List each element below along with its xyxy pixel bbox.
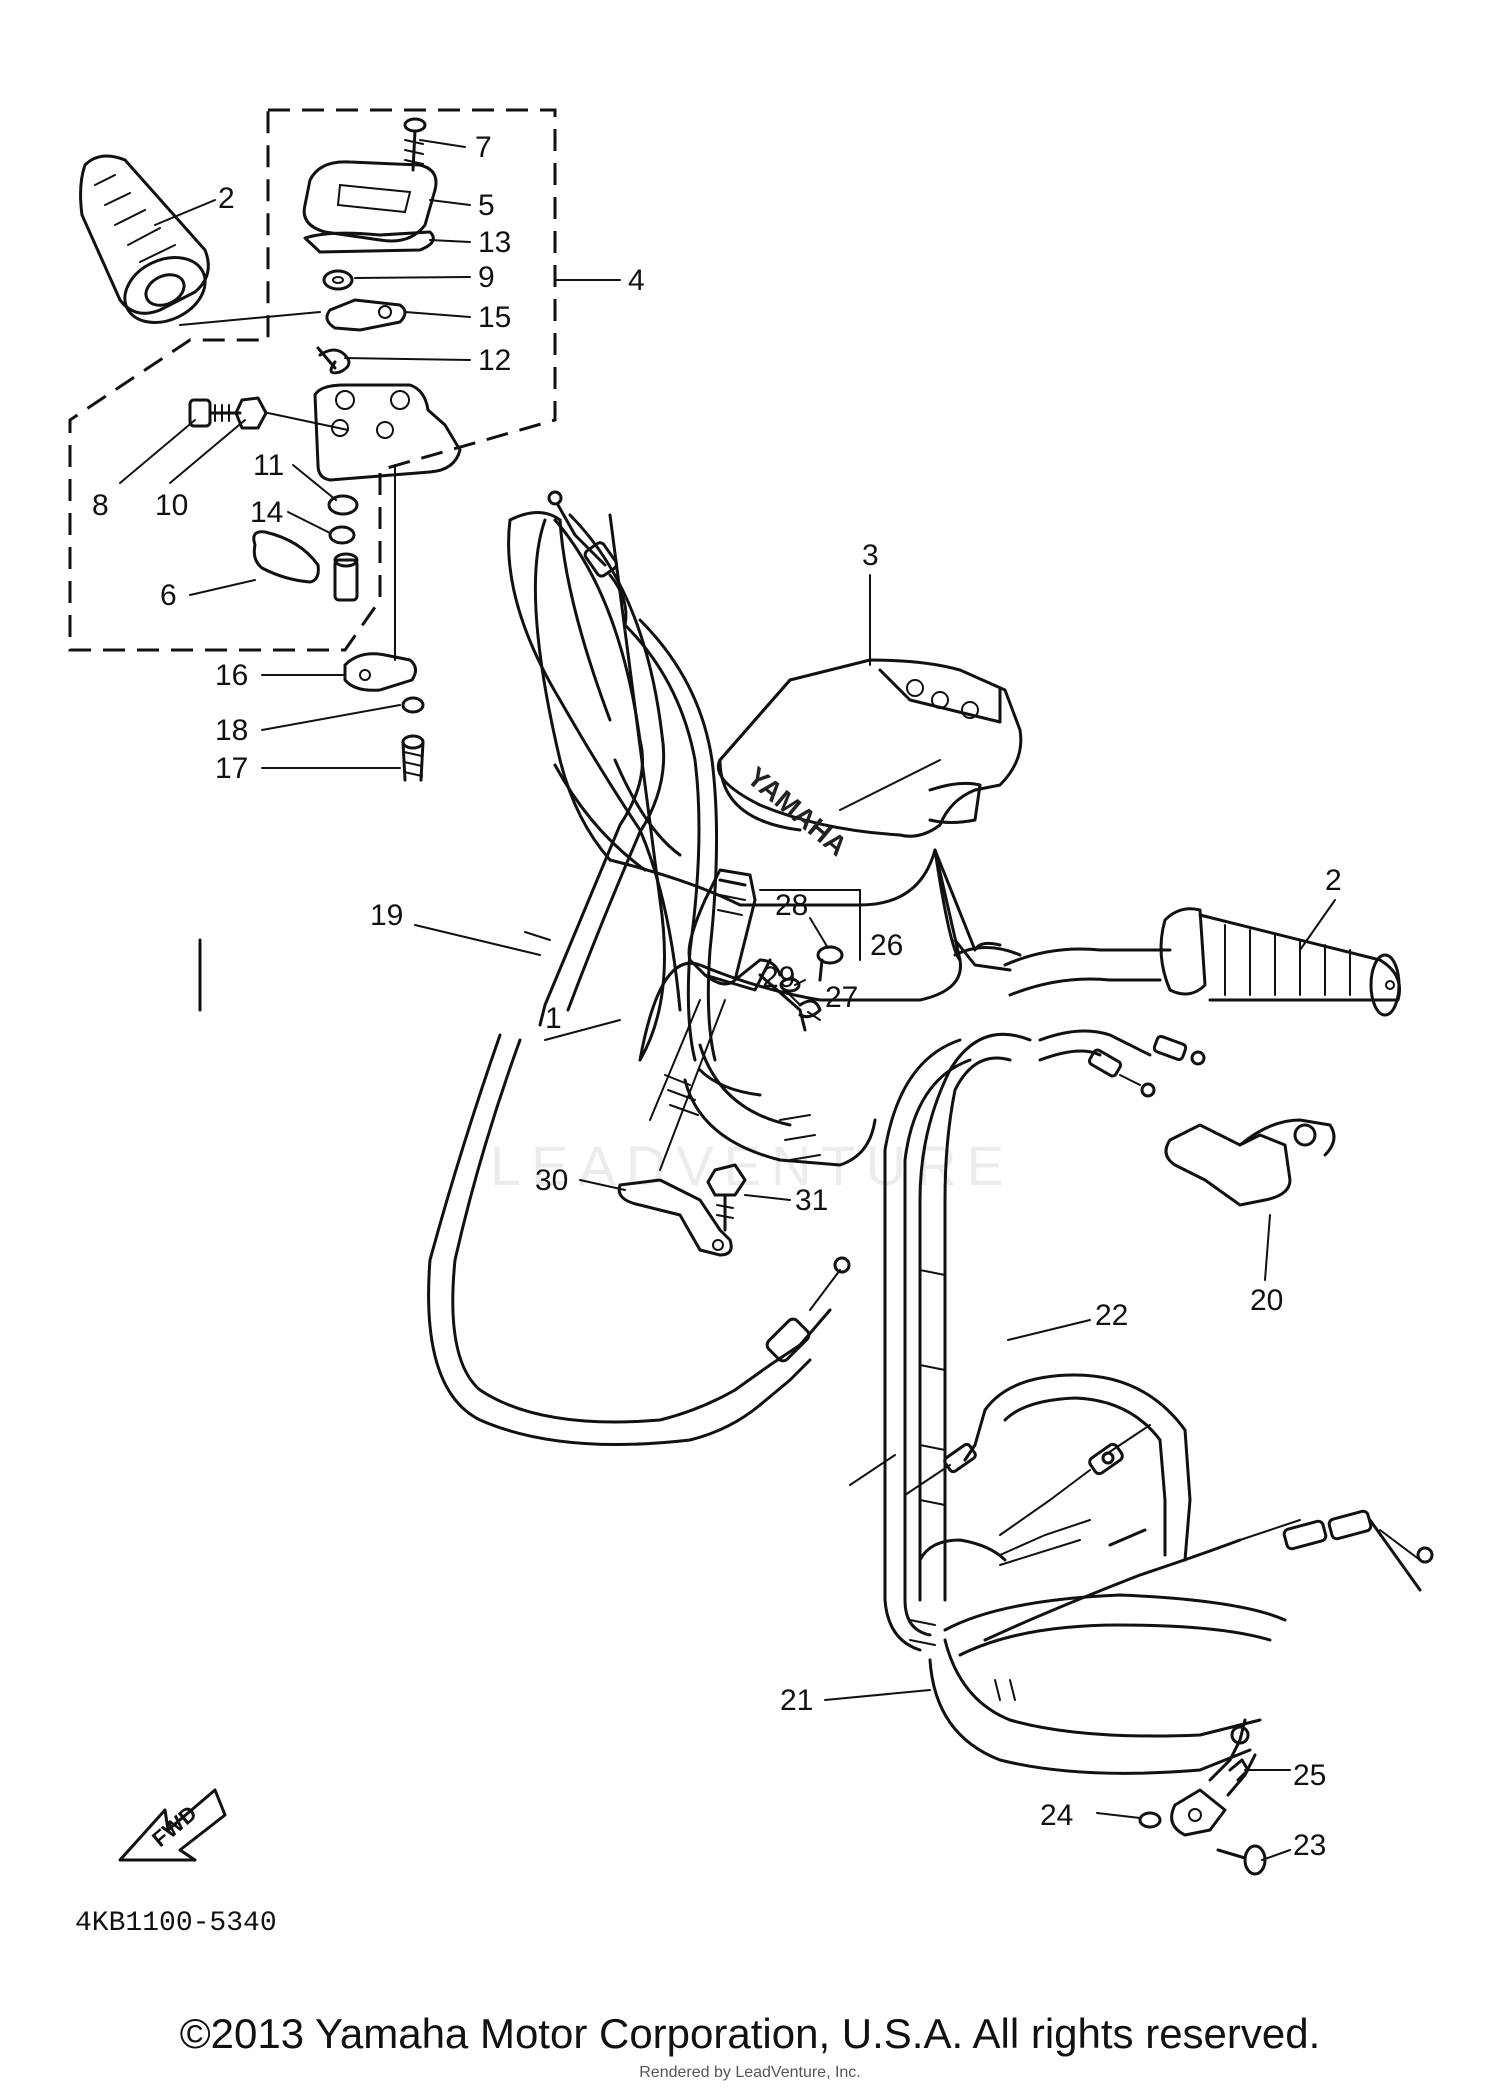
callout-1: 1	[545, 1002, 562, 1035]
callout-19: 19	[370, 899, 403, 932]
callout-24: 24	[1040, 1799, 1073, 1832]
throttle-assembly-group	[68, 108, 557, 782]
callout-12: 12	[478, 344, 511, 377]
callout-9: 9	[478, 261, 495, 294]
bracket-30	[617, 1178, 733, 1257]
callout-10: 10	[155, 489, 188, 522]
callout-3: 3	[862, 539, 879, 572]
diagram-code: 4KB1100-5340	[75, 1908, 277, 1939]
bolt-31	[706, 1163, 747, 1232]
throttle-housing	[313, 383, 462, 482]
callout-26: 26	[870, 929, 903, 962]
washer-24	[1138, 1811, 1162, 1829]
pin-23	[1216, 1844, 1267, 1876]
callouts: 2 7 5 13 9 15 12 4 8 10 11 14 6 16 18 17…	[92, 131, 1342, 1862]
handlebar-cover-3: YAMAHA	[717, 574, 1023, 862]
callout-27: 27	[825, 981, 858, 1014]
clip-27	[758, 973, 822, 1032]
washer-14	[328, 525, 356, 545]
callout-20: 20	[1250, 1284, 1283, 1317]
throttle-cable	[547, 490, 719, 1062]
callout-21: 21	[780, 1684, 813, 1717]
screw-17	[401, 734, 425, 782]
washer-18	[401, 696, 425, 714]
callout-2-left-grip: 2	[218, 182, 235, 215]
callout-22: 22	[1095, 1299, 1128, 1332]
switch-20	[1164, 1118, 1336, 1281]
callout-29: 29	[762, 961, 795, 994]
watermark-text: LEADVENTURE	[490, 1134, 1014, 1197]
callout-18: 18	[215, 714, 248, 747]
callout-14: 14	[250, 496, 283, 529]
bolt-8	[188, 398, 242, 428]
clamp-16	[343, 652, 417, 692]
fwd-arrow-icon: FWD	[118, 1788, 227, 1862]
cable-22	[918, 1029, 1206, 1602]
throttle-cable-loop	[849, 1373, 1192, 1562]
spring-12	[318, 348, 351, 375]
copyright-notice: ©2013 Yamaha Motor Corporation, U.S.A. A…	[179, 2010, 1321, 2057]
callout-5: 5	[478, 189, 495, 222]
leader-lines	[119, 139, 1291, 1861]
callout-30: 30	[535, 1164, 568, 1197]
callout-4: 4	[628, 264, 645, 297]
cover-brand-text: YAMAHA	[741, 761, 853, 862]
clip-25	[1228, 1758, 1250, 1782]
callout-11: 11	[253, 449, 284, 482]
right-grip	[1159, 899, 1401, 1017]
callout-7: 7	[475, 131, 492, 164]
callout-2-right-grip: 2	[1325, 864, 1342, 897]
throttle-cover-5	[302, 160, 438, 243]
lever-15	[325, 298, 407, 332]
screw-7	[403, 117, 427, 172]
cable-19	[427, 513, 851, 1446]
callout-15: 15	[478, 301, 511, 334]
washer-9	[322, 269, 354, 291]
callout-17: 17	[215, 752, 248, 785]
cable-21	[824, 1038, 1434, 1775]
callout-25: 25	[1293, 1759, 1326, 1792]
callout-13: 13	[478, 226, 511, 259]
callout-31: 31	[795, 1184, 828, 1217]
callout-28: 28	[775, 889, 808, 922]
callout-8: 8	[92, 489, 109, 522]
nut-10	[234, 396, 268, 430]
callout-16: 16	[215, 659, 248, 692]
callout-6: 6	[160, 579, 177, 612]
handlebar-1	[198, 511, 1172, 1167]
switch-26	[649, 868, 861, 1171]
throttle-lever-6	[252, 530, 320, 584]
rendered-by-credit: Rendered by LeadVenture, Inc.	[639, 2064, 861, 2081]
screw-28	[816, 945, 844, 982]
left-grip	[79, 154, 321, 326]
gasket-13	[303, 230, 435, 254]
washer-11	[327, 494, 359, 516]
callout-23: 23	[1293, 1829, 1326, 1862]
washer-29	[779, 977, 801, 993]
